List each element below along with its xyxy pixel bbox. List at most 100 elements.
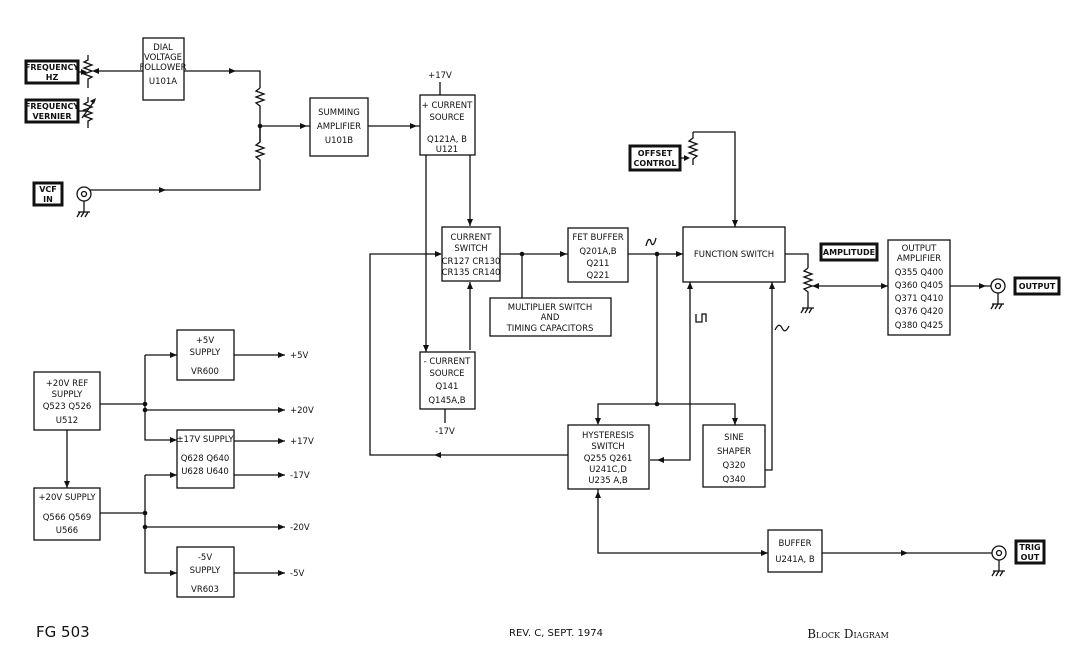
plus5-supply-line-2: SUPPLY — [190, 348, 221, 358]
pm17-supply-line-3: U628 U640 — [181, 467, 229, 477]
minus5-supply-line-2: SUPPLY — [190, 566, 221, 576]
square-wave-icon — [695, 313, 707, 323]
hysteresis-line-3: Q255 Q261 — [584, 454, 633, 464]
plus5-supply-line-3: VR600 — [191, 367, 219, 377]
sine-shaper-line-1: SINE — [724, 433, 744, 443]
function-switch-label: FUNCTION SWITCH — [694, 250, 774, 260]
rail-plus5-label: +5V — [290, 351, 309, 361]
plus20-supply-line-1: +20V SUPPLY — [38, 493, 96, 503]
plus-source-line-3: Q121A, B — [427, 135, 467, 145]
multiplier-line-2: AND — [541, 313, 560, 323]
sine-wave-icon — [774, 324, 790, 332]
buffer-line-2: U241A, B — [775, 555, 815, 565]
trig-out-connector-icon — [991, 545, 1007, 577]
arrow — [979, 283, 986, 289]
arrow — [278, 352, 285, 358]
arrow — [769, 282, 775, 289]
sine-shaper-line-4: Q340 — [723, 475, 746, 485]
output-amp-line-4: Q360 Q405 — [895, 281, 944, 291]
arrow — [732, 418, 738, 425]
plus20-supply-line-2: Q566 Q569 — [43, 513, 92, 523]
plus5-supply-block: +5V SUPPLY VR600 — [176, 329, 235, 381]
fet-buffer-line-1: FET BUFFER — [572, 233, 623, 243]
arrow — [278, 438, 285, 444]
rail-plus17-label: +17V — [290, 437, 314, 447]
function-switch-block: FUNCTION SWITCH — [682, 226, 786, 283]
minus-source-line-1: - CURRENT — [424, 357, 471, 367]
pm17-supply-line-2: Q628 Q640 — [181, 454, 230, 464]
multiplier-switch-block: MULTIPLIER SWITCH AND TIMING CAPACITORS — [489, 297, 612, 337]
hysteresis-switch-block: HYSTERESIS SWITCH Q255 Q261 U241C,D U235… — [567, 424, 650, 490]
vcf-in-label-1: VCF — [39, 185, 57, 194]
summing-amp-line-3: U101B — [325, 136, 353, 146]
output-amp-line-1: OUTPUT — [902, 244, 937, 254]
multiplier-line-1: MULTIPLIER SWITCH — [508, 303, 593, 313]
plus-source-line-2: SOURCE — [429, 113, 464, 123]
amplitude-terminal: AMPLITUDE — [819, 242, 879, 262]
fet-buffer-line-2: Q201A,B — [579, 247, 616, 257]
minus-source-line-3: Q141 — [436, 382, 459, 392]
plus-source-line-4: U121 — [436, 145, 458, 155]
summing-amplifier-block: SUMMING AMPLIFIER U101B — [309, 97, 369, 157]
rail-minus17-label: -17V — [290, 471, 310, 481]
output-amplifier-block: OUTPUT AMPLIFIER Q355 Q400 Q360 Q405 Q37… — [887, 239, 951, 336]
plus-current-source-block: + CURRENT SOURCE Q121A, B U121 — [419, 94, 476, 156]
output-connector-icon — [990, 278, 1006, 310]
arrow — [278, 407, 285, 413]
current-switch-line-4: CR135 CR140 — [442, 268, 501, 278]
arrow — [732, 220, 738, 227]
arrow — [92, 68, 99, 74]
summing-amp-line-1: SUMMING — [318, 108, 360, 118]
vcf-in-label-2: IN — [43, 195, 53, 204]
minus-current-source-block: - CURRENT SOURCE Q141 Q145A,B — [419, 351, 476, 410]
offset-control-label-1: OFFSET — [638, 149, 673, 158]
plus17-top-label: +17V — [428, 71, 452, 81]
ref-supply-line-4: U512 — [56, 416, 78, 426]
offset-control-label-2: CONTROL — [634, 159, 677, 168]
revision-label: REV. C, SEPT. 1974 — [509, 628, 603, 639]
arrow — [423, 345, 429, 352]
output-amp-line-3: Q355 Q400 — [895, 268, 944, 278]
plus5-supply-line-1: +5V — [196, 336, 215, 346]
summing-amp-line-2: AMPLIFIER — [317, 122, 361, 132]
arrow — [410, 123, 417, 129]
hysteresis-line-1: HYSTERESIS — [582, 431, 634, 441]
summing-resistors-icon — [90, 87, 266, 191]
arrow — [229, 68, 236, 74]
minus5-supply-block: -5V SUPPLY VR603 — [176, 546, 235, 598]
sine-shaper-line-3: Q320 — [723, 461, 746, 471]
dial-follower-line-2: VOLTAGE — [144, 53, 182, 63]
arrow — [159, 187, 166, 193]
arrow — [881, 283, 888, 289]
arrow — [595, 418, 601, 425]
frequency-vernier-terminal: FREQUENCY VERNIER — [24, 98, 80, 124]
arrow — [901, 550, 908, 556]
fet-buffer-block: FET BUFFER Q201A,B Q211 Q221 — [567, 227, 629, 283]
minus17-bottom-label: -17V — [435, 427, 455, 437]
diagram-title: Block Diagram — [807, 627, 889, 641]
frequency-hz-label-1: FREQUENCY — [25, 63, 79, 72]
amplitude-potentiometer-icon — [800, 267, 814, 314]
trig-out-terminal: TRIG OUT — [1014, 539, 1046, 565]
output-amp-line-6: Q376 Q420 — [895, 307, 944, 317]
multiplier-line-3: TIMING CAPACITORS — [506, 324, 594, 334]
arrow — [467, 282, 473, 289]
dial-follower-line-3: FOLLOWER — [139, 63, 186, 73]
hysteresis-line-5: U235 A,B — [588, 476, 628, 486]
ref-supply-line-2: SUPPLY — [52, 390, 83, 400]
sine-shaper-line-2: SHAPER — [717, 447, 751, 457]
arrow — [467, 219, 473, 226]
arrow — [761, 550, 768, 556]
dial-follower-line-4: U101A — [149, 77, 177, 87]
ref-supply-line-1: +20V REF — [46, 379, 89, 389]
arrow — [434, 452, 441, 458]
frequency-vernier-label-1: FREQUENCY — [25, 102, 79, 111]
vcf-in-terminal: VCF IN — [32, 181, 64, 207]
arrow — [595, 491, 601, 498]
trig-out-label-2: OUT — [1021, 553, 1040, 562]
vcf-connector-icon — [76, 186, 92, 218]
rail-plus20-label: +20V — [290, 406, 314, 416]
pm17-supply-block: ±17V SUPPLY Q628 Q640 U628 U640 — [176, 429, 235, 489]
